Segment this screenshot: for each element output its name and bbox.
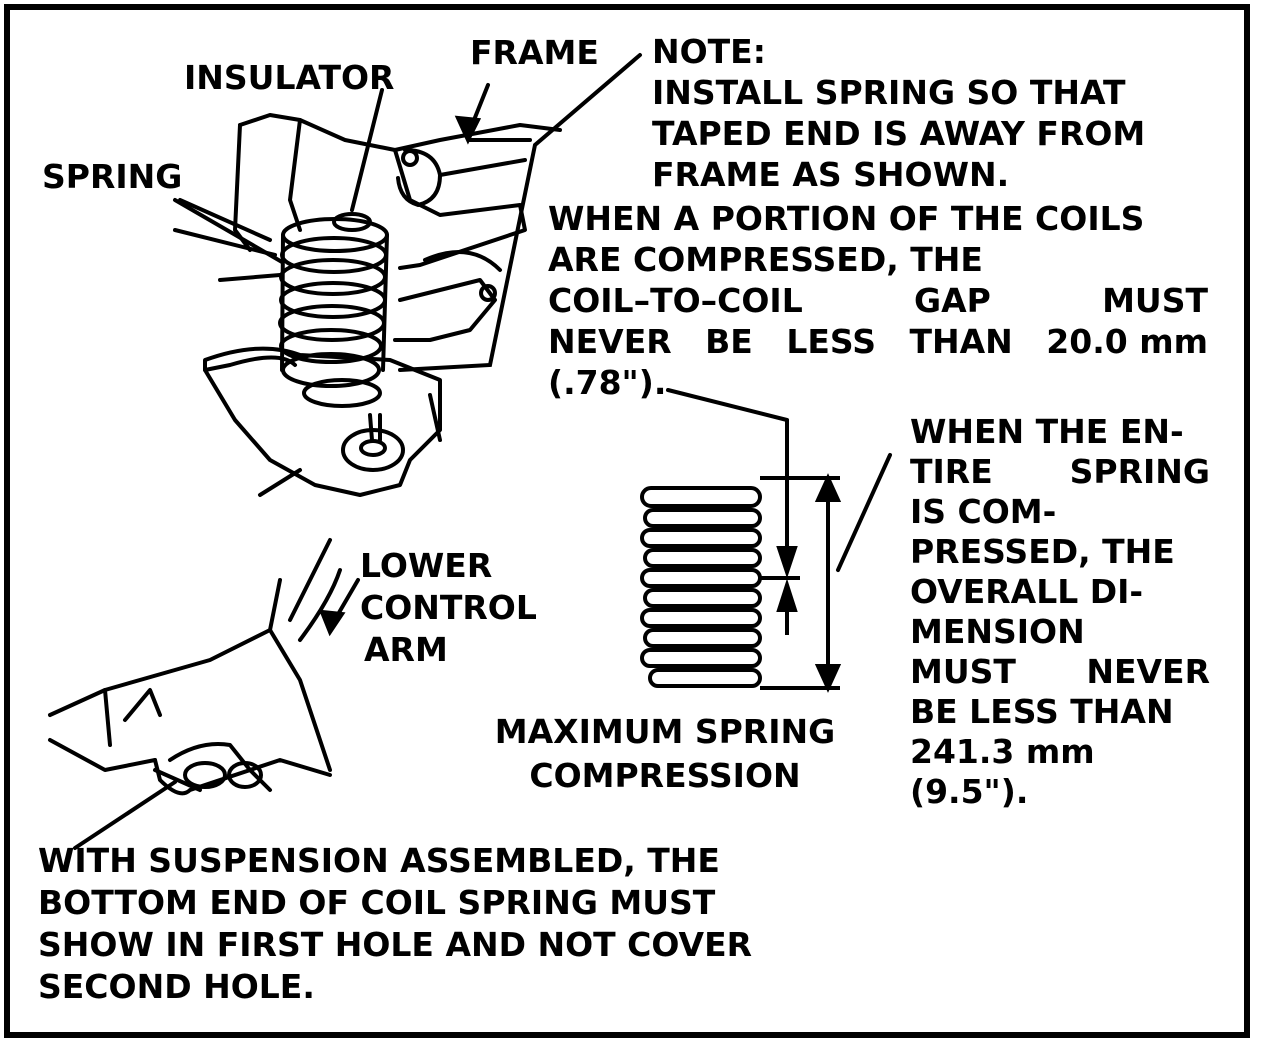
frame-bracket	[238, 113, 562, 152]
label-spring: SPRING	[42, 157, 183, 196]
coil-gap-note: WHEN A PORTION OF THE COILS ARE COMPRESS…	[548, 198, 1208, 403]
first-hole	[183, 761, 227, 789]
coil-gap-line: WHEN A PORTION OF THE COILS	[548, 199, 1145, 238]
coil-gap-justified-line: COIL–TO–COIL GAP MUST	[548, 281, 1208, 320]
label-max-compression: MAXIMUM SPRING COMPRESSION	[494, 712, 836, 795]
note-line: FRAME AS SHOWN.	[652, 155, 1010, 194]
second-hole	[227, 761, 263, 789]
coil-spring-upper	[278, 217, 389, 408]
leader-lines	[73, 53, 892, 850]
coil-gap-line: ARE COMPRESSED, THE	[548, 240, 983, 279]
label-lower-control-arm: LOWER CONTROL ARM	[360, 546, 537, 669]
compressed-spring-illustration	[640, 486, 762, 688]
note-block: NOTE: INSTALL SPRING SO THAT TAPED END I…	[652, 31, 1145, 195]
bottom-note: WITH SUSPENSION ASSEMBLED, THE BOTTOM EN…	[38, 841, 753, 1006]
note-heading: NOTE:	[652, 32, 766, 71]
outer-border	[4, 4, 1250, 1038]
note-line: INSTALL SPRING SO THAT	[652, 73, 1126, 112]
coil-gap-tail: (.78").	[548, 363, 667, 402]
lower-arm-detail	[48, 538, 342, 796]
control-arm-upper	[203, 346, 442, 497]
coil-gap-last-line: NEVER BE LESS THAN 20.0 mm	[548, 322, 1208, 361]
dimension-markers	[760, 420, 842, 693]
note-line: TAPED END IS AWAY FROM	[652, 114, 1146, 153]
upper-assembly-illustration	[173, 113, 562, 497]
label-insulator: INSULATOR	[184, 58, 395, 97]
label-frame: FRAME	[470, 33, 599, 72]
